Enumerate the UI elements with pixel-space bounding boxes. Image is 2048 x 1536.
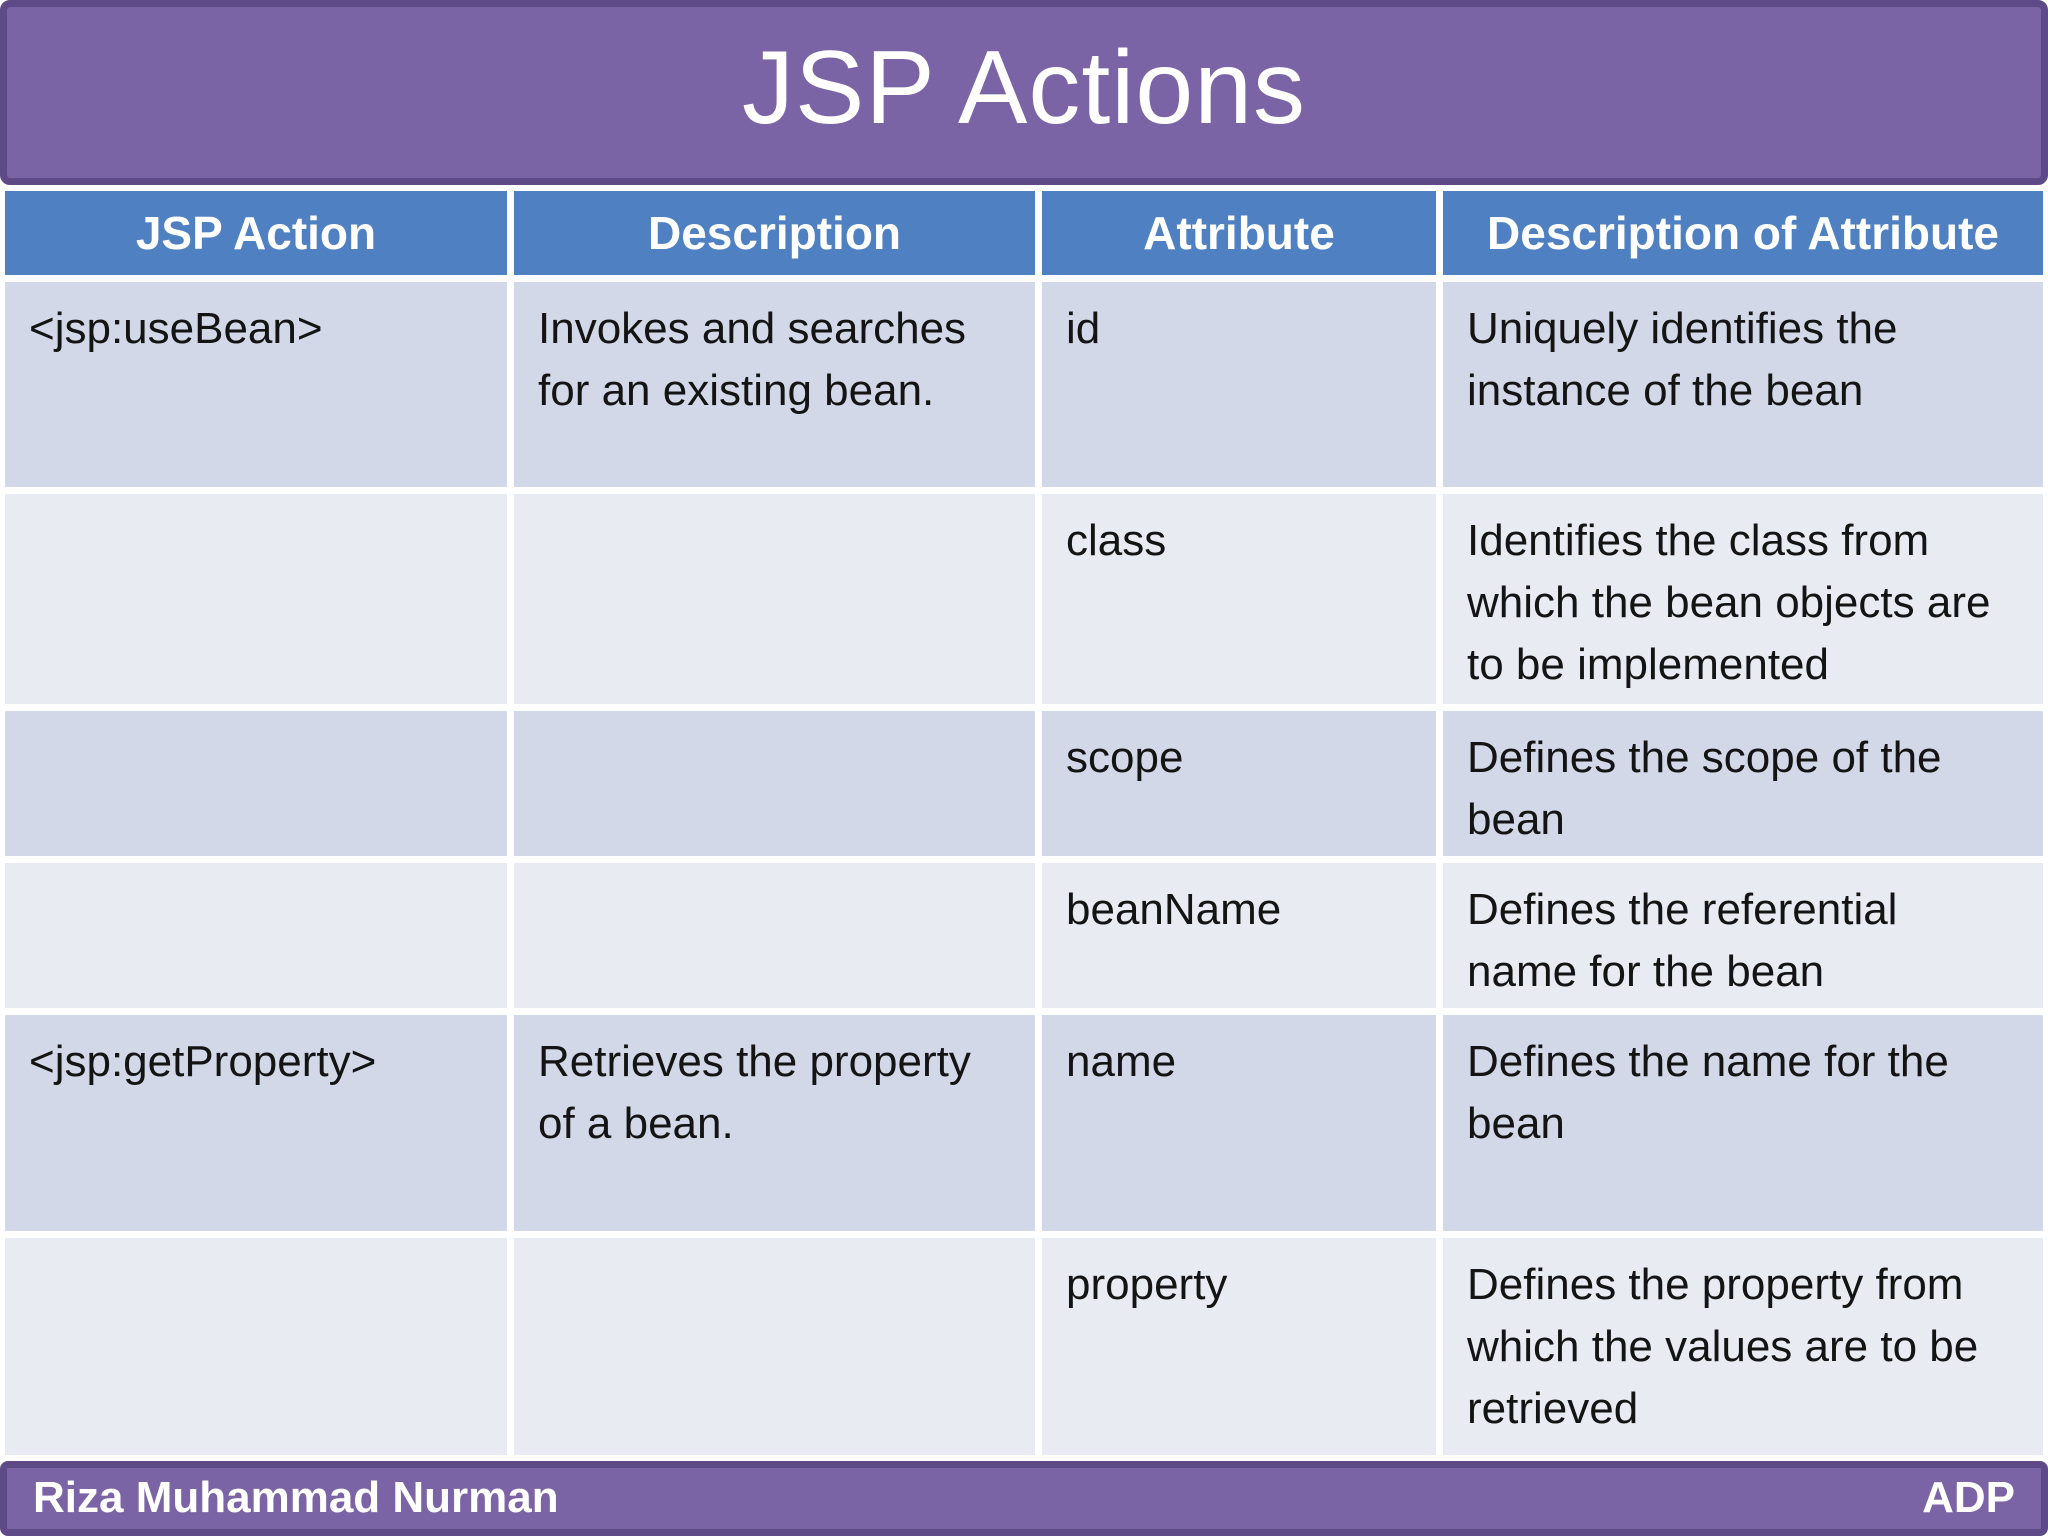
cell-description-row6 [514,1237,1035,1455]
column-header-description: Description [514,190,1035,275]
cell-description-row1: Invokes and searches for an existing bea… [514,281,1035,487]
cell-action-row4 [5,862,507,1008]
cell-description-row2 [514,493,1035,704]
column-header-description-of-attribute: Description of Attribute [1443,190,2043,275]
cell-attribute-row2: class [1042,493,1436,704]
cell-action-row5: <jsp:getProperty> [5,1014,507,1231]
cell-attribute-row1: id [1042,281,1436,487]
footer-course-code: ADP [1922,1473,2015,1523]
cell-attr-description-row1: Uniquely identifies the instance of the … [1443,281,2043,487]
page-title: JSP Actions [741,30,1307,147]
cell-description-row4 [514,862,1035,1008]
cell-attr-description-row3: Defines the scope of the bean [1443,710,2043,856]
cell-action-row3 [5,710,507,856]
cell-attr-description-row6: Defines the property from which the valu… [1443,1237,2043,1455]
cell-attr-description-row4: Defines the referential name for the bea… [1443,862,2043,1008]
footer-author: Riza Muhammad Nurman [33,1473,559,1523]
cell-action-row2 [5,493,507,704]
cell-action-row6 [5,1237,507,1455]
slide-footer-bar: Riza Muhammad Nurman ADP [0,1460,2048,1536]
cell-description-row5: Retrieves the property of a bean. [514,1014,1035,1231]
column-header-attribute: Attribute [1042,190,1436,275]
cell-attribute-row5: name [1042,1014,1436,1231]
jsp-actions-table: JSP Action Description Attribute Descrip… [5,190,2043,1455]
cell-attr-description-row2: Identifies the class from which the bean… [1443,493,2043,704]
cell-attribute-row3: scope [1042,710,1436,856]
column-header-jsp-action: JSP Action [5,190,507,275]
slide-title-bar: JSP Actions [0,0,2048,185]
cell-attribute-row6: property [1042,1237,1436,1455]
cell-attribute-row4: beanName [1042,862,1436,1008]
cell-description-row3 [514,710,1035,856]
cell-action-row1: <jsp:useBean> [5,281,507,487]
cell-attr-description-row5: Defines the name for the bean [1443,1014,2043,1231]
